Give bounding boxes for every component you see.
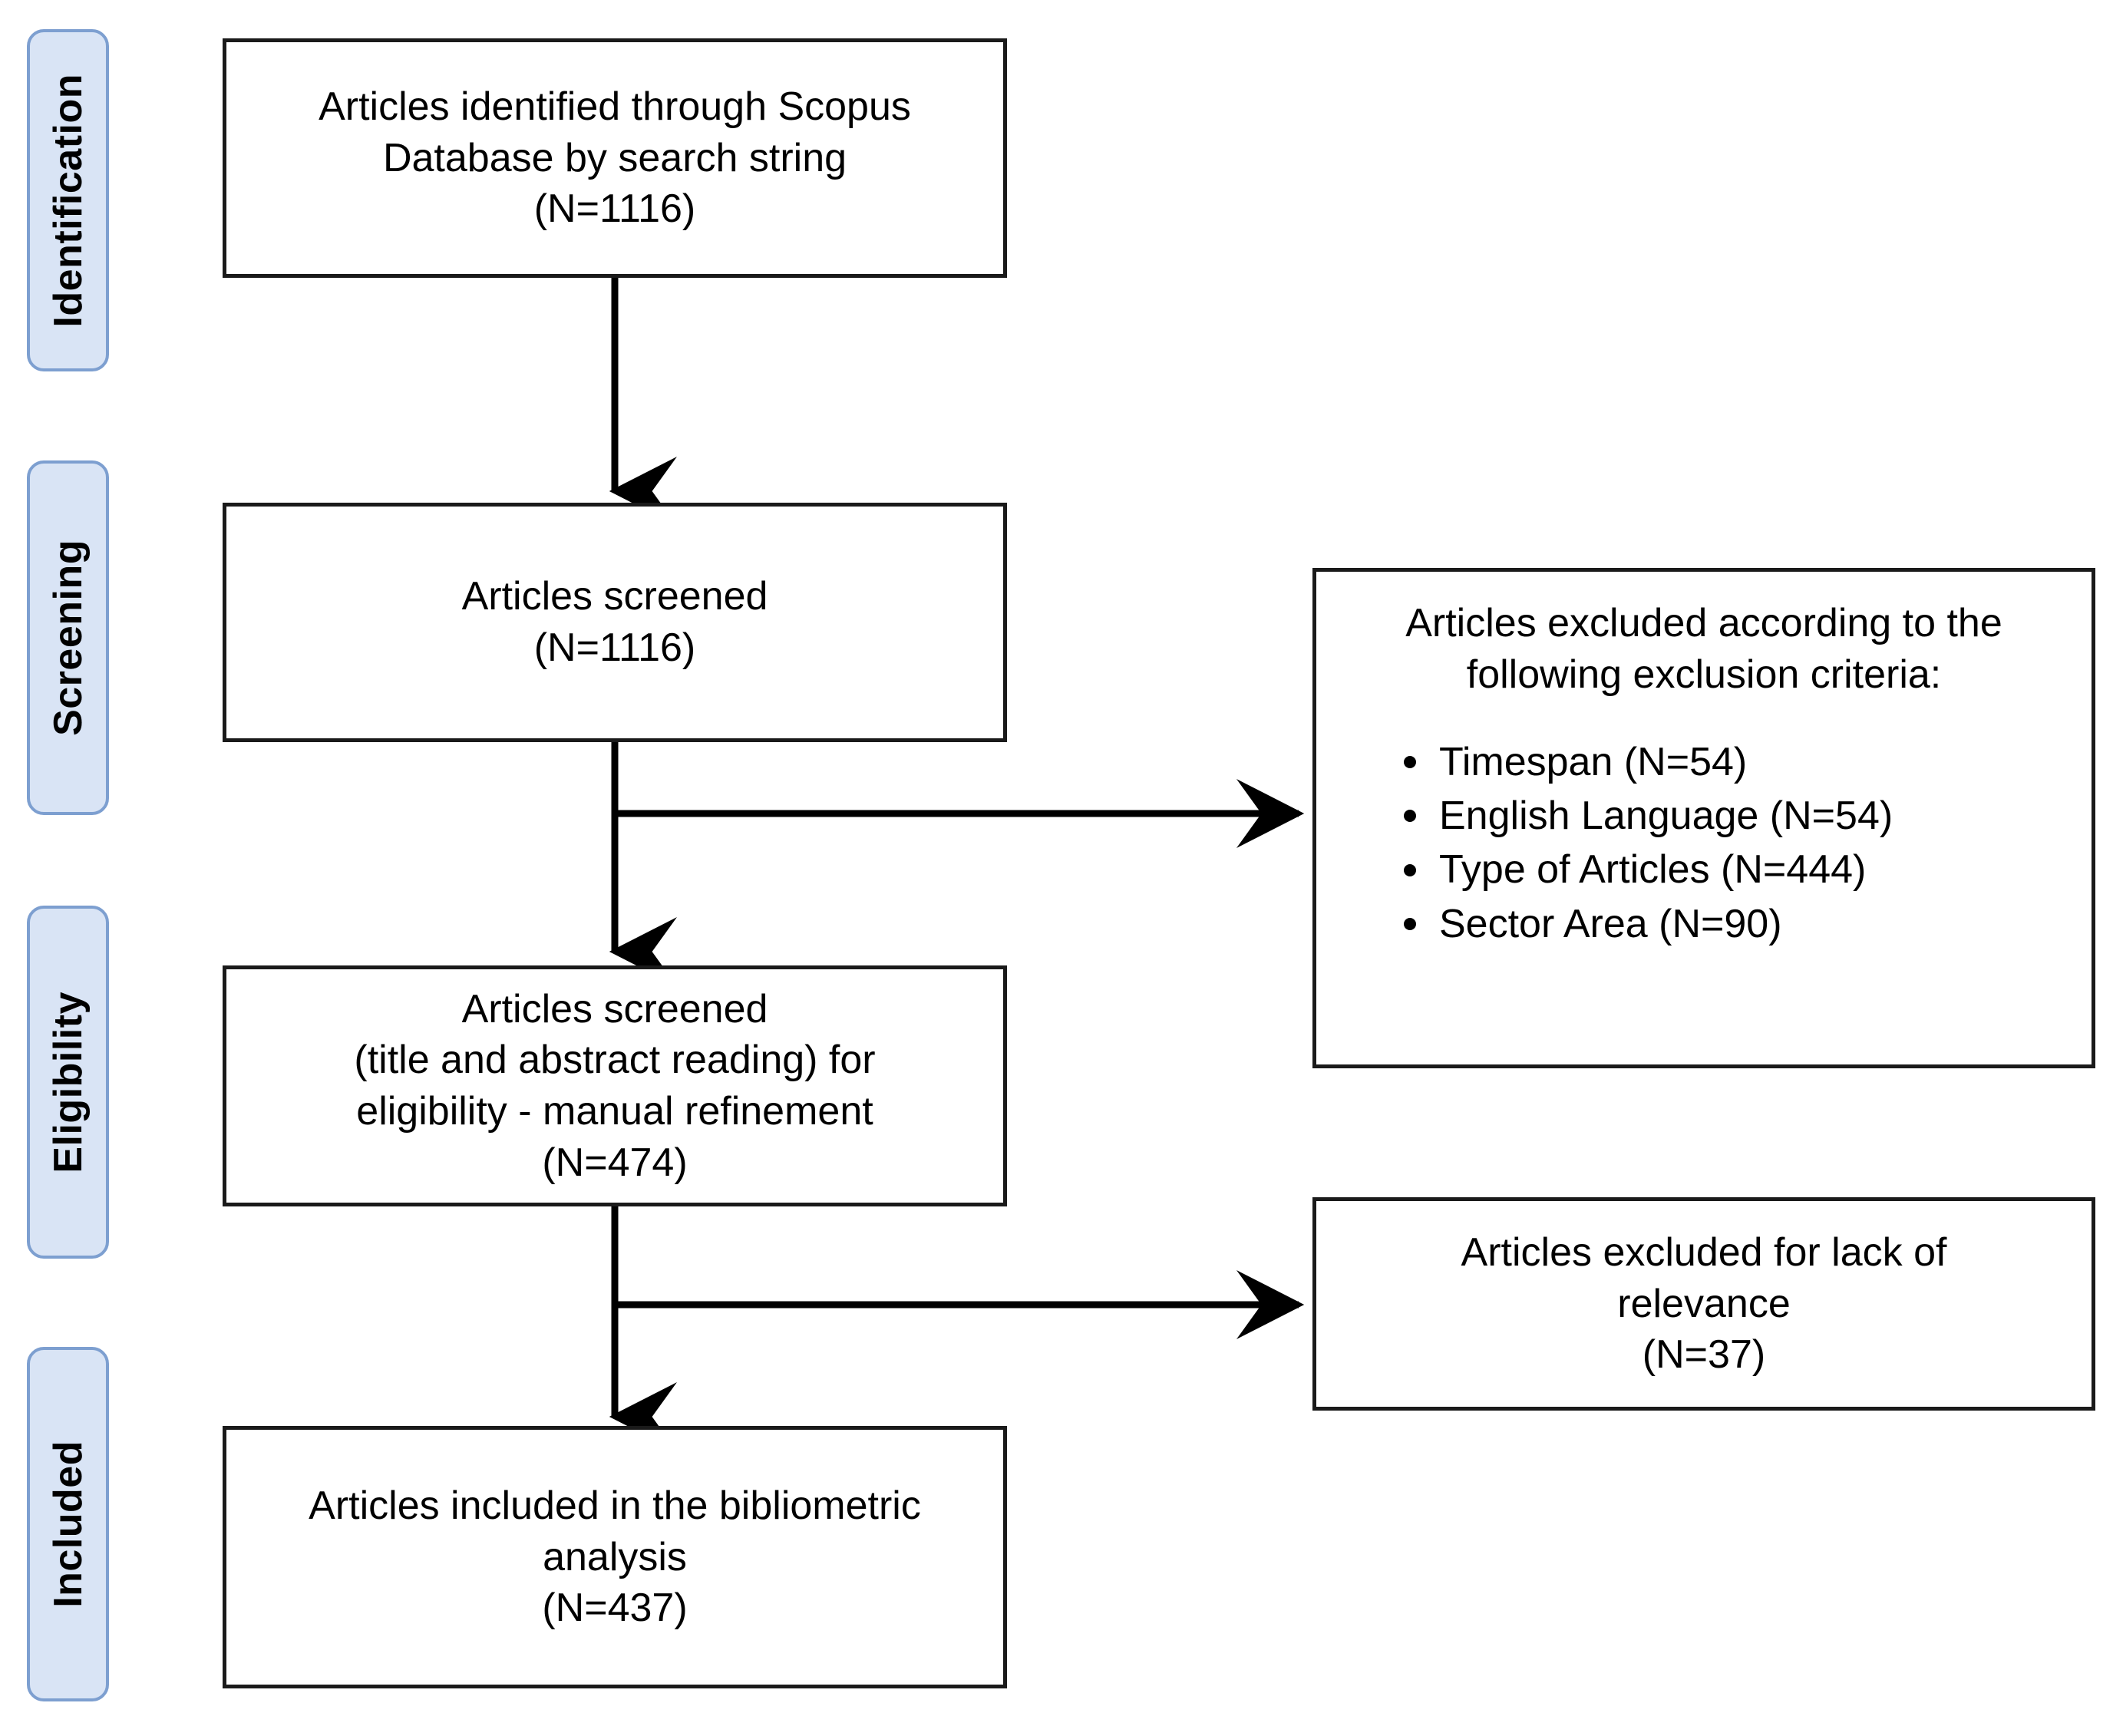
box-articles-excluded-relevance-line-2: relevance <box>1617 1281 1791 1326</box>
exclusion-criterion-sector-area: Sector Area (N=90) <box>1439 901 1782 946</box>
stage-tab-included[interactable]: Included <box>27 1347 109 1701</box>
stage-tab-eligibility[interactable]: Eligibility <box>27 906 109 1259</box>
stage-tab-eligibility-label: Eligibility <box>45 991 91 1173</box>
bullet-icon <box>1404 917 1416 930</box>
box-articles-eligibility-line-3: eligibility - manual refinement <box>356 1089 873 1134</box>
box-articles-identified-count: (N=1116) <box>533 186 696 232</box>
exclusion-criterion-timespan: Timespan (N=54) <box>1439 740 1748 785</box>
box-articles-included-count: (N=437) <box>542 1586 688 1631</box>
stage-tab-identification-label: Identification <box>45 73 91 328</box>
exclusion-criteria-list: Timespan (N=54) English Language (N=54) … <box>1339 735 2068 951</box>
box-articles-excluded-relevance-count: (N=37) <box>1642 1332 1766 1378</box>
box-articles-eligibility-count: (N=474) <box>542 1140 688 1185</box>
list-item: Sector Area (N=90) <box>1404 897 2068 951</box>
box-articles-identified: Articles identified through Scopus Datab… <box>223 38 1007 278</box>
list-item: Timespan (N=54) <box>1404 735 2068 789</box>
bullet-icon <box>1404 863 1416 876</box>
box-articles-screened: Articles screened (N=1116) <box>223 503 1007 742</box>
box-articles-excluded-relevance-line-1: Articles excluded for lack of <box>1461 1230 1947 1276</box>
box-articles-screened-line-1: Articles screened <box>461 574 768 619</box>
box-articles-excluded-criteria-header-line-1: Articles excluded according to the <box>1405 601 2002 645</box>
box-articles-included-line-1: Articles included in the bibliometric <box>309 1484 921 1529</box>
list-item: Type of Articles (N=444) <box>1404 843 2068 896</box>
stage-tab-identification[interactable]: Identification <box>27 29 109 371</box>
stage-tab-screening[interactable]: Screening <box>27 460 109 815</box>
box-articles-eligibility-line-1: Articles screened <box>461 986 768 1031</box>
box-articles-screened-count: (N=1116) <box>533 625 696 670</box>
bullet-icon <box>1404 810 1416 823</box>
bullet-icon <box>1404 756 1416 769</box>
stage-tab-screening-label: Screening <box>45 540 91 736</box>
box-articles-excluded-relevance: Articles excluded for lack of relevance … <box>1312 1197 2095 1411</box>
box-articles-eligibility-line-2: (title and abstract reading) for <box>354 1038 876 1083</box>
exclusion-criterion-english-language: English Language (N=54) <box>1439 794 1893 839</box>
box-articles-included: Articles included in the bibliometric an… <box>223 1426 1007 1688</box>
box-articles-identified-line-1: Articles identified through Scopus <box>319 84 911 130</box>
list-item: English Language (N=54) <box>1404 789 2068 843</box>
stage-tab-included-label: Included <box>45 1441 91 1608</box>
box-articles-identified-line-2: Database by search string <box>382 135 847 180</box>
exclusion-criterion-type-of-articles: Type of Articles (N=444) <box>1439 847 1867 893</box>
box-articles-included-line-2: analysis <box>543 1534 687 1579</box>
box-articles-eligibility: Articles screened (title and abstract re… <box>223 965 1007 1206</box>
box-articles-excluded-criteria-header-line-2: following exclusion criteria: <box>1466 652 1942 697</box>
box-articles-excluded-criteria: Articles excluded according to the follo… <box>1312 568 2095 1068</box>
